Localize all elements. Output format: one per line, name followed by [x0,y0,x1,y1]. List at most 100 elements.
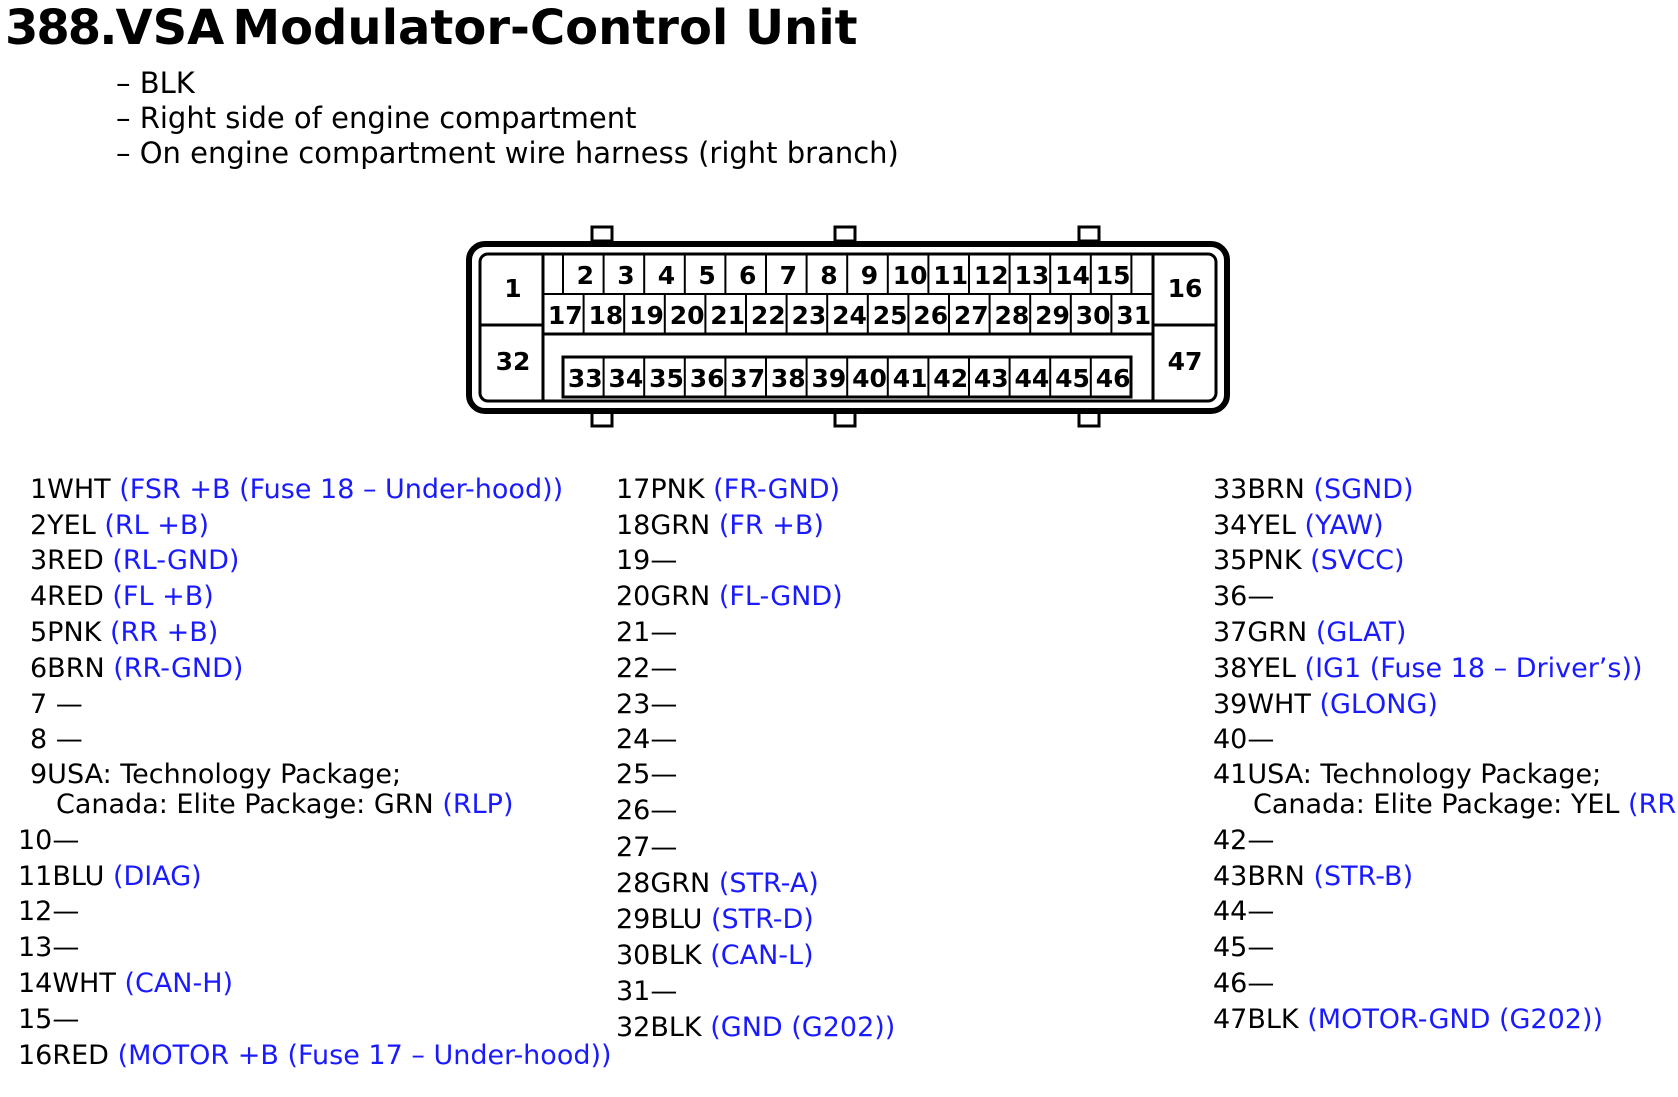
title-name-b: Modulator-Control Unit [232,0,858,56]
pin-wire: 5PNK [30,617,102,648]
pin-wire: 35PNK [1213,545,1302,576]
pin-description: (RL-GND) [112,545,240,576]
pin-row-47: 47BLK (MOTOR-GND (G202)) [1213,1003,1603,1037]
pin-row-6: 6BRN (RR-GND) [30,652,243,686]
pin-row-21: 21— [616,616,677,650]
connector-pin-3: 3 [617,261,634,290]
connector-pin-17: 17 [548,301,583,330]
pin-wire: 16RED [18,1040,109,1071]
pin-description: (FL +B) [112,581,214,612]
pin-description: (YAW) [1304,510,1384,541]
pin-wire: 41USA: Technology Package; [1213,759,1602,790]
connector-pin-38: 38 [771,364,806,393]
pin-wire: 25— [616,759,678,790]
pin-wire: 9USA: Technology Package; [30,759,402,790]
pin-wire: 36— [1213,581,1275,612]
pin-wire: 6BRN [30,653,105,684]
pin-row-14: 14WHT (CAN-H) [18,967,233,1001]
pin-row-25: 25— [616,758,677,792]
connector-pin-28: 28 [995,301,1030,330]
pin-wire: 45— [1213,932,1275,963]
pin-wire: 23— [616,689,678,720]
connector-pin-16: 16 [1168,274,1203,303]
connector-pin-22: 22 [751,301,786,330]
pin-description: (FR-GND) [713,474,841,505]
pin-row-37: 37GRN (GLAT) [1213,616,1406,650]
pin-wire: 4RED [30,581,104,612]
connector-pin-39: 39 [812,364,847,393]
pin-description: (FR +B) [718,510,824,541]
pin-row-7: 7 — [30,688,83,722]
pin-row-20: 20GRN (FL-GND) [616,580,843,614]
pin-wire: 44— [1213,896,1275,927]
connector-pin-4: 4 [658,261,675,290]
pin-row-9a: 9USA: Technology Package; [30,758,401,792]
pin-row-30: 30BLK (CAN-L) [616,939,814,973]
connector-pin-40: 40 [852,364,887,393]
pin-description: (STR-B) [1313,861,1414,892]
pin-description: (CAN-L) [710,940,814,971]
pin-row-26: 26— [616,794,677,828]
pin-wire: 31— [616,976,678,1007]
pin-wire: 30BLK [616,940,702,971]
connector-pin-29: 29 [1035,301,1070,330]
connector-pin-36: 36 [690,364,725,393]
pin-row-16: 16RED (MOTOR +B (Fuse 17 – Under-hood)) [18,1039,612,1073]
connector-pin-34: 34 [609,364,644,393]
pin-wire: 1WHT [30,474,111,505]
pin-row-18: 18GRN (FR +B) [616,509,824,543]
connector-pin-5: 5 [698,261,715,290]
connector-pin-26: 26 [913,301,948,330]
pin-description: (FSR +B (Fuse 18 – Under-hood)) [119,474,564,505]
pin-wire: Canada: Elite Package: GRN [56,789,434,820]
pin-wire: 3RED [30,545,104,576]
pin-row-31: 31— [616,975,677,1009]
connector-pin-23: 23 [792,301,827,330]
pin-row-22: 22— [616,652,677,686]
pin-wire: 22— [616,653,678,684]
connector-pin-21: 21 [710,301,745,330]
pin-wire: 37GRN [1213,617,1308,648]
pin-row-11: 11BLU (DIAG) [18,860,202,894]
pin-wire: 26— [616,795,678,826]
pin-row-15: 15— [18,1003,79,1037]
pin-row-44: 44— [1213,895,1274,929]
info-location: – Right side of engine compartment [116,101,637,135]
pin-wire: 34YEL [1213,510,1296,541]
pin-wire: 29BLU [616,904,703,935]
pin-wire: 33BRN [1213,474,1305,505]
connector-pin-1: 1 [504,274,521,303]
pin-wire: 15— [18,1004,80,1035]
pin-row-28: 28GRN (STR-A) [616,867,819,901]
pin-description: (CAN-H) [124,968,234,999]
pin-row-2: 2YEL (RL +B) [30,509,209,543]
pin-row-23: 23— [616,688,677,722]
connector-pin-31: 31 [1116,301,1151,330]
pin-wire: 40— [1213,724,1275,755]
connector-pin-20: 20 [670,301,705,330]
pin-row-12: 12— [18,895,79,929]
pin-description: (RR +B) [109,617,219,648]
connector-pin-25: 25 [873,301,908,330]
pin-description: (GLONG) [1319,689,1438,720]
pin-wire: 27— [616,832,678,863]
pin-description: (STR-A) [718,868,819,899]
pin-wire: 2YEL [30,510,96,541]
pin-wire: 12— [18,896,80,927]
connector-pin-14: 14 [1055,261,1090,290]
pin-description: (GND (G202)) [710,1012,896,1043]
connector-pin-9: 9 [861,261,878,290]
pin-wire: 18GRN [616,510,711,541]
pin-description: (RR-GND) [113,653,244,684]
pin-row-1: 1WHT (FSR +B (Fuse 18 – Under-hood)) [30,473,563,507]
pin-wire: Canada: Elite Package: YEL [1253,789,1620,820]
connector-pin-24: 24 [832,301,867,330]
pin-wire: 39WHT [1213,689,1311,720]
connector-pin-33: 33 [568,364,603,393]
pin-description: (RLP) [442,789,514,820]
connector-pin-43: 43 [974,364,1009,393]
connector-pin-12: 12 [974,261,1009,290]
connector-pin-18: 18 [589,301,624,330]
pin-row-34: 34YEL (YAW) [1213,509,1384,543]
